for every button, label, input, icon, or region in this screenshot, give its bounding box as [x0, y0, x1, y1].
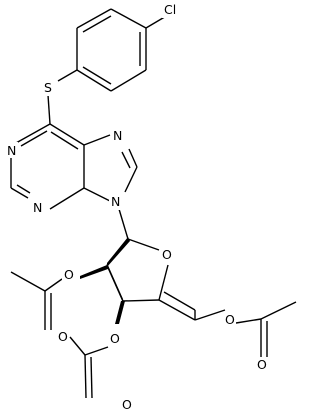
label-background — [223, 312, 236, 328]
bond — [57, 69, 78, 82]
oxygen-3-ester-label: O — [110, 331, 120, 346]
bond — [44, 278, 63, 292]
acetyl-5 — [158, 291, 297, 357]
label-background — [111, 127, 124, 143]
label-background — [42, 80, 55, 96]
bond — [84, 346, 109, 356]
bond — [260, 301, 297, 320]
ring-oxygen-label: O — [162, 247, 172, 262]
bond — [83, 187, 111, 202]
bond — [47, 94, 51, 125]
chlorine-label: Cl — [164, 2, 176, 17]
bond — [82, 66, 112, 85]
bond — [84, 354, 87, 399]
oxygen-3-carbonyl-label: O — [122, 397, 132, 412]
bond — [10, 187, 29, 199]
chlorophenyl-ring — [57, 8, 169, 92]
acetyl-2 — [10, 265, 108, 330]
label-background — [62, 267, 75, 283]
oxygen-2-carbonyl-label: O — [58, 329, 68, 344]
bond — [76, 8, 112, 29]
bond — [49, 187, 85, 210]
purine-ring — [10, 123, 138, 210]
bond — [122, 299, 160, 302]
bond — [16, 184, 31, 194]
bond — [50, 131, 79, 150]
bond — [20, 130, 48, 147]
label-background — [56, 329, 69, 345]
bond — [163, 291, 196, 311]
bond — [90, 356, 93, 399]
oxygen-5-carbonyl-label: O — [257, 357, 267, 372]
bond — [82, 15, 112, 33]
label-background — [120, 397, 133, 413]
bond — [83, 134, 111, 146]
bond — [69, 336, 86, 356]
wedge-bond — [107, 237, 130, 267]
bond — [124, 166, 138, 193]
bond — [158, 299, 196, 321]
atom-labels: Cl S N N N N O O O O O O O — [5, 2, 268, 413]
nitrogen-9-label: N — [111, 194, 120, 209]
bond — [110, 8, 147, 29]
nitrogen-1-label: N — [7, 143, 16, 158]
oxygen-2-ester-label: O — [64, 267, 74, 282]
bond — [76, 69, 112, 92]
wedge-bond — [115, 301, 125, 324]
label-background — [160, 247, 173, 263]
bond — [158, 264, 169, 301]
oxygen-5-ester-label: O — [225, 312, 235, 327]
bond — [127, 238, 160, 251]
label-background — [162, 2, 182, 18]
label-background — [109, 194, 122, 210]
chemical-structure: Cl S N N N N O O O O O O O — [5, 2, 297, 413]
label-background — [108, 331, 121, 347]
label-background — [255, 357, 268, 373]
acetyl-3 — [69, 301, 125, 399]
bond — [15, 123, 51, 144]
label-background — [5, 142, 18, 158]
sulfur-label: S — [44, 80, 52, 95]
bond — [49, 123, 85, 146]
bond — [118, 208, 129, 240]
wedge-bond — [80, 265, 108, 279]
bond — [10, 271, 46, 292]
ribose-ring — [106, 237, 169, 303]
bond — [235, 318, 262, 324]
bond — [128, 148, 138, 168]
bond — [121, 151, 131, 169]
bond — [194, 309, 226, 321]
label-background — [31, 200, 44, 216]
bond — [110, 69, 147, 92]
nitrogen-7-label: N — [113, 128, 122, 143]
wedge-bond — [107, 263, 123, 303]
nitrogen-3-label: N — [33, 200, 42, 215]
